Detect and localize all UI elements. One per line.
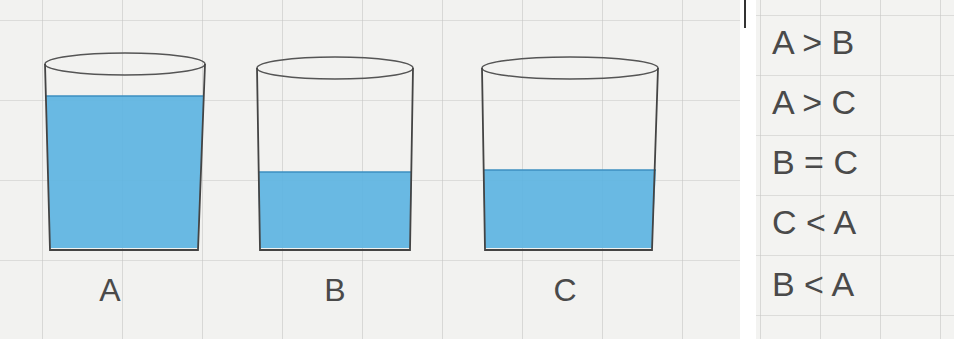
grid	[756, 0, 954, 339]
gap	[740, 0, 756, 339]
rim	[45, 53, 205, 75]
rim	[482, 57, 658, 79]
water	[46, 96, 204, 248]
comparison-statement: B < A	[772, 267, 854, 301]
comparison-statement: B = C	[772, 145, 858, 179]
water-level	[483, 169, 656, 171]
comparison-statement: C < A	[772, 205, 856, 239]
beaker-outline	[257, 68, 413, 250]
beaker-outline	[45, 64, 205, 250]
grid	[0, 0, 740, 339]
comparison-statement: A > B	[772, 25, 854, 59]
rim	[257, 57, 413, 79]
water-level	[46, 95, 204, 97]
beaker	[257, 57, 413, 250]
beaker-label: A	[99, 274, 120, 306]
beaker-label: C	[553, 274, 576, 306]
paper	[0, 0, 740, 339]
comparison-statement: A > C	[772, 85, 856, 119]
beaker-outline	[482, 68, 658, 250]
beaker	[482, 57, 658, 250]
water	[483, 170, 656, 248]
paper	[756, 0, 954, 339]
water-level	[258, 171, 412, 173]
beaker-label: B	[324, 274, 345, 306]
water	[258, 172, 412, 248]
beaker	[45, 53, 205, 250]
divider	[744, 0, 746, 28]
